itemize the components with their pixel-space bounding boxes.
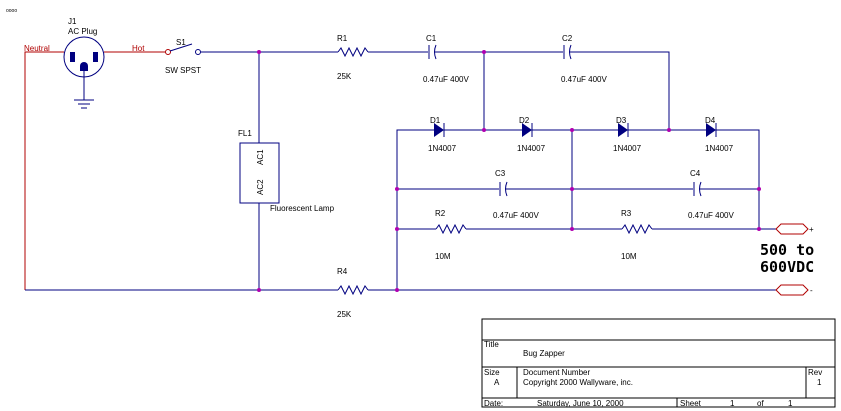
diode-d1: [434, 123, 445, 137]
r4-value: 25K: [337, 310, 352, 319]
r3-value: 10M: [621, 252, 637, 261]
r4-ref: R4: [337, 267, 348, 276]
c2-ref: C2: [562, 34, 573, 43]
fl1-pin1: AC1: [256, 149, 265, 165]
j1-ref: J1: [68, 17, 77, 26]
switch-s1: [165, 43, 201, 55]
d1-part: 1N4007: [428, 144, 457, 153]
d3-part: 1N4007: [613, 144, 642, 153]
diode-d4: [706, 123, 717, 137]
tb-of: 1: [788, 399, 793, 408]
fl1-ref: FL1: [238, 129, 252, 138]
r1-ref: R1: [337, 34, 348, 43]
tb-date: Saturday, June 10, 2000: [537, 399, 624, 408]
d4-ref: D4: [705, 116, 716, 125]
c4-ref: C4: [690, 169, 701, 178]
fl1-name: Fluorescent Lamp: [270, 204, 335, 213]
resistor-r2: [435, 223, 467, 235]
tb-of-label: of: [757, 399, 764, 408]
tb-title-label: Title: [484, 340, 499, 349]
tb-size-label: Size: [484, 368, 500, 377]
junction-dots: [257, 50, 761, 292]
tb-rev-label: Rev: [808, 368, 822, 377]
tb-date-label: Date:: [484, 399, 503, 408]
corner-mark: oooo: [6, 8, 17, 14]
ac-plug-j1: [63, 36, 105, 109]
net-neutral-label: Neutral: [24, 44, 50, 53]
tb-sheet: 1: [730, 399, 735, 408]
c1-ref: C1: [426, 34, 437, 43]
resistor-r3: [621, 223, 653, 235]
wire-left-rail: [396, 129, 434, 290]
r2-ref: R2: [435, 209, 446, 218]
r1-value: 25K: [337, 72, 352, 81]
tb-rev: 1: [817, 378, 822, 387]
tb-title: Bug Zapper: [523, 349, 565, 358]
r3-ref: R3: [621, 209, 632, 218]
s1-name: SW SPST: [165, 66, 201, 75]
c3-ref: C3: [495, 169, 506, 178]
wire-c2-node: [570, 51, 670, 130]
output-line2: 600VDC: [760, 258, 814, 276]
s1-ref: S1: [176, 38, 186, 47]
output-minus-connector: [775, 284, 809, 296]
d1-ref: D1: [430, 116, 441, 125]
c2-value: 0.47uF 400V: [561, 75, 607, 84]
diode-d3: [618, 123, 629, 137]
out-plus-label: +: [809, 225, 814, 234]
output-plus-connector: [775, 223, 809, 235]
wire-right-rail: [716, 129, 760, 229]
d2-part: 1N4007: [517, 144, 546, 153]
c3-value: 0.47uF 400V: [493, 211, 539, 220]
fl1-pin2: AC2: [256, 179, 265, 195]
capacitor-c4: [693, 181, 702, 197]
neutral-wire: [24, 51, 64, 290]
output-line1: 500 to: [760, 241, 814, 259]
capacitor-c3: [499, 181, 508, 197]
j1-name: AC Plug: [68, 27, 97, 36]
capacitor-c2: [563, 44, 572, 60]
capacitor-c1: [428, 44, 437, 60]
tb-doc: Copyright 2000 Wallyware, inc.: [523, 378, 633, 387]
fluorescent-lamp-fl1: [239, 142, 280, 204]
d2-ref: D2: [519, 116, 530, 125]
title-block: [481, 318, 836, 408]
d3-ref: D3: [616, 116, 627, 125]
diode-d2: [522, 123, 533, 137]
resistor-r4: [337, 284, 369, 296]
resistor-r1: [337, 46, 369, 58]
tb-sheet-label: Sheet: [680, 399, 702, 408]
r2-value: 10M: [435, 252, 451, 261]
tb-size: A: [494, 378, 500, 387]
out-minus-label: -: [810, 286, 813, 295]
c1-value: 0.47uF 400V: [423, 75, 469, 84]
d4-part: 1N4007: [705, 144, 734, 153]
net-hot-label: Hot: [132, 44, 145, 53]
tb-doc-label: Document Number: [523, 368, 590, 377]
c4-value: 0.47uF 400V: [688, 211, 734, 220]
